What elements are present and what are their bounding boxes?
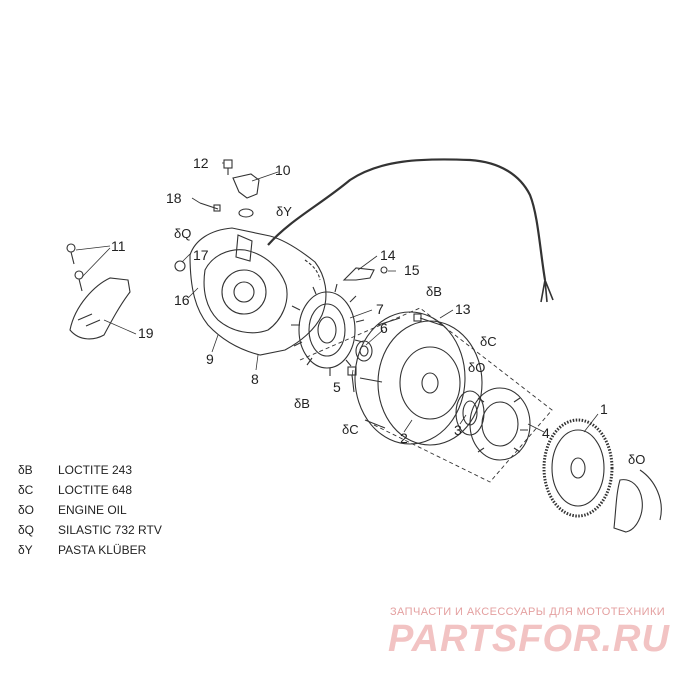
callout-2: 2 (400, 430, 408, 446)
watermark-brand-logo: PARTSFOR.RU (388, 618, 670, 660)
legend-row: δY PASTA KLÜBER (18, 540, 162, 560)
stator-cover (174, 227, 327, 356)
adhesive-marks: δY δQ δB δB δC δC δO δO (174, 204, 645, 467)
flywheel-2 (354, 311, 483, 446)
assembly-outline (299, 307, 553, 483)
legend-text: PASTA KLÜBER (58, 543, 147, 557)
legend-text: ENGINE OIL (58, 503, 127, 517)
legend-row: δC LOCTITE 648 (18, 480, 162, 500)
screw-12 (223, 159, 233, 175)
legend-row: δO ENGINE OIL (18, 500, 162, 520)
callout-3: 3 (454, 422, 462, 438)
mark-b-bottom: δB (294, 396, 310, 411)
callout-11: 11 (111, 238, 126, 254)
callout-14: 14 (380, 247, 396, 263)
callout-9: 9 (206, 351, 214, 367)
callout-4: 4 (542, 425, 550, 441)
legend: δB LOCTITE 243 δC LOCTITE 648 δO ENGINE … (18, 460, 162, 560)
bracket-19 (69, 277, 131, 340)
legend-code: δQ (18, 523, 35, 537)
sensor-10 (232, 173, 260, 218)
starter-clutch-4 (469, 387, 531, 461)
mark-o-right: δO (628, 452, 645, 467)
callout-13: 13 (455, 301, 471, 317)
legend-code: δB (18, 463, 33, 477)
legend-row: δB LOCTITE 243 (18, 460, 162, 480)
callout-17: 17 (193, 247, 209, 263)
callout-8: 8 (251, 371, 259, 387)
callout-12: 12 (193, 155, 209, 171)
bolts-11 (66, 243, 84, 292)
legend-text: LOCTITE 243 (58, 463, 133, 477)
callout-5: 5 (333, 379, 341, 395)
washer-6 (355, 340, 373, 362)
legend-row: δQ SILASTIC 732 RTV (18, 520, 162, 540)
mark-q: δQ (174, 226, 191, 241)
legend-text: LOCTITE 648 (58, 483, 133, 497)
callout-6: 6 (380, 320, 388, 336)
crankshaft-end (613, 469, 662, 533)
mark-c-right: δC (480, 334, 497, 349)
stator-7 (291, 283, 365, 376)
mark-b-top: δB (426, 284, 442, 299)
mark-o-mid: δO (468, 360, 485, 375)
mark-y: δY (276, 204, 292, 219)
bolt-13 (413, 313, 445, 327)
mark-c-bottom: δC (342, 422, 359, 437)
leader-lines (75, 162, 599, 433)
screw-15 (380, 266, 388, 274)
wiring-harness (267, 158, 554, 303)
clip-14 (342, 267, 375, 281)
legend-code: δC (18, 483, 34, 497)
callout-7: 7 (376, 301, 384, 317)
watermark-tagline: ЗАПЧАСТИ И АКСЕССУАРЫ ДЛЯ МОТОТЕХНИКИ (390, 606, 666, 618)
callout-1: 1 (600, 401, 608, 417)
callout-numbers: 1 2 3 4 5 6 7 8 9 10 11 12 13 14 15 16 1… (111, 155, 608, 446)
starter-gear-1 (542, 418, 614, 518)
callout-19: 19 (138, 325, 154, 341)
callout-10: 10 (275, 162, 291, 178)
legend-code: δY (18, 543, 33, 557)
legend-code: δO (18, 503, 35, 517)
bolt-18 (199, 202, 221, 212)
legend-text: SILASTIC 732 RTV (58, 523, 162, 537)
callout-16: 16 (174, 292, 190, 308)
callout-15: 15 (404, 262, 420, 278)
callout-18: 18 (166, 190, 182, 206)
